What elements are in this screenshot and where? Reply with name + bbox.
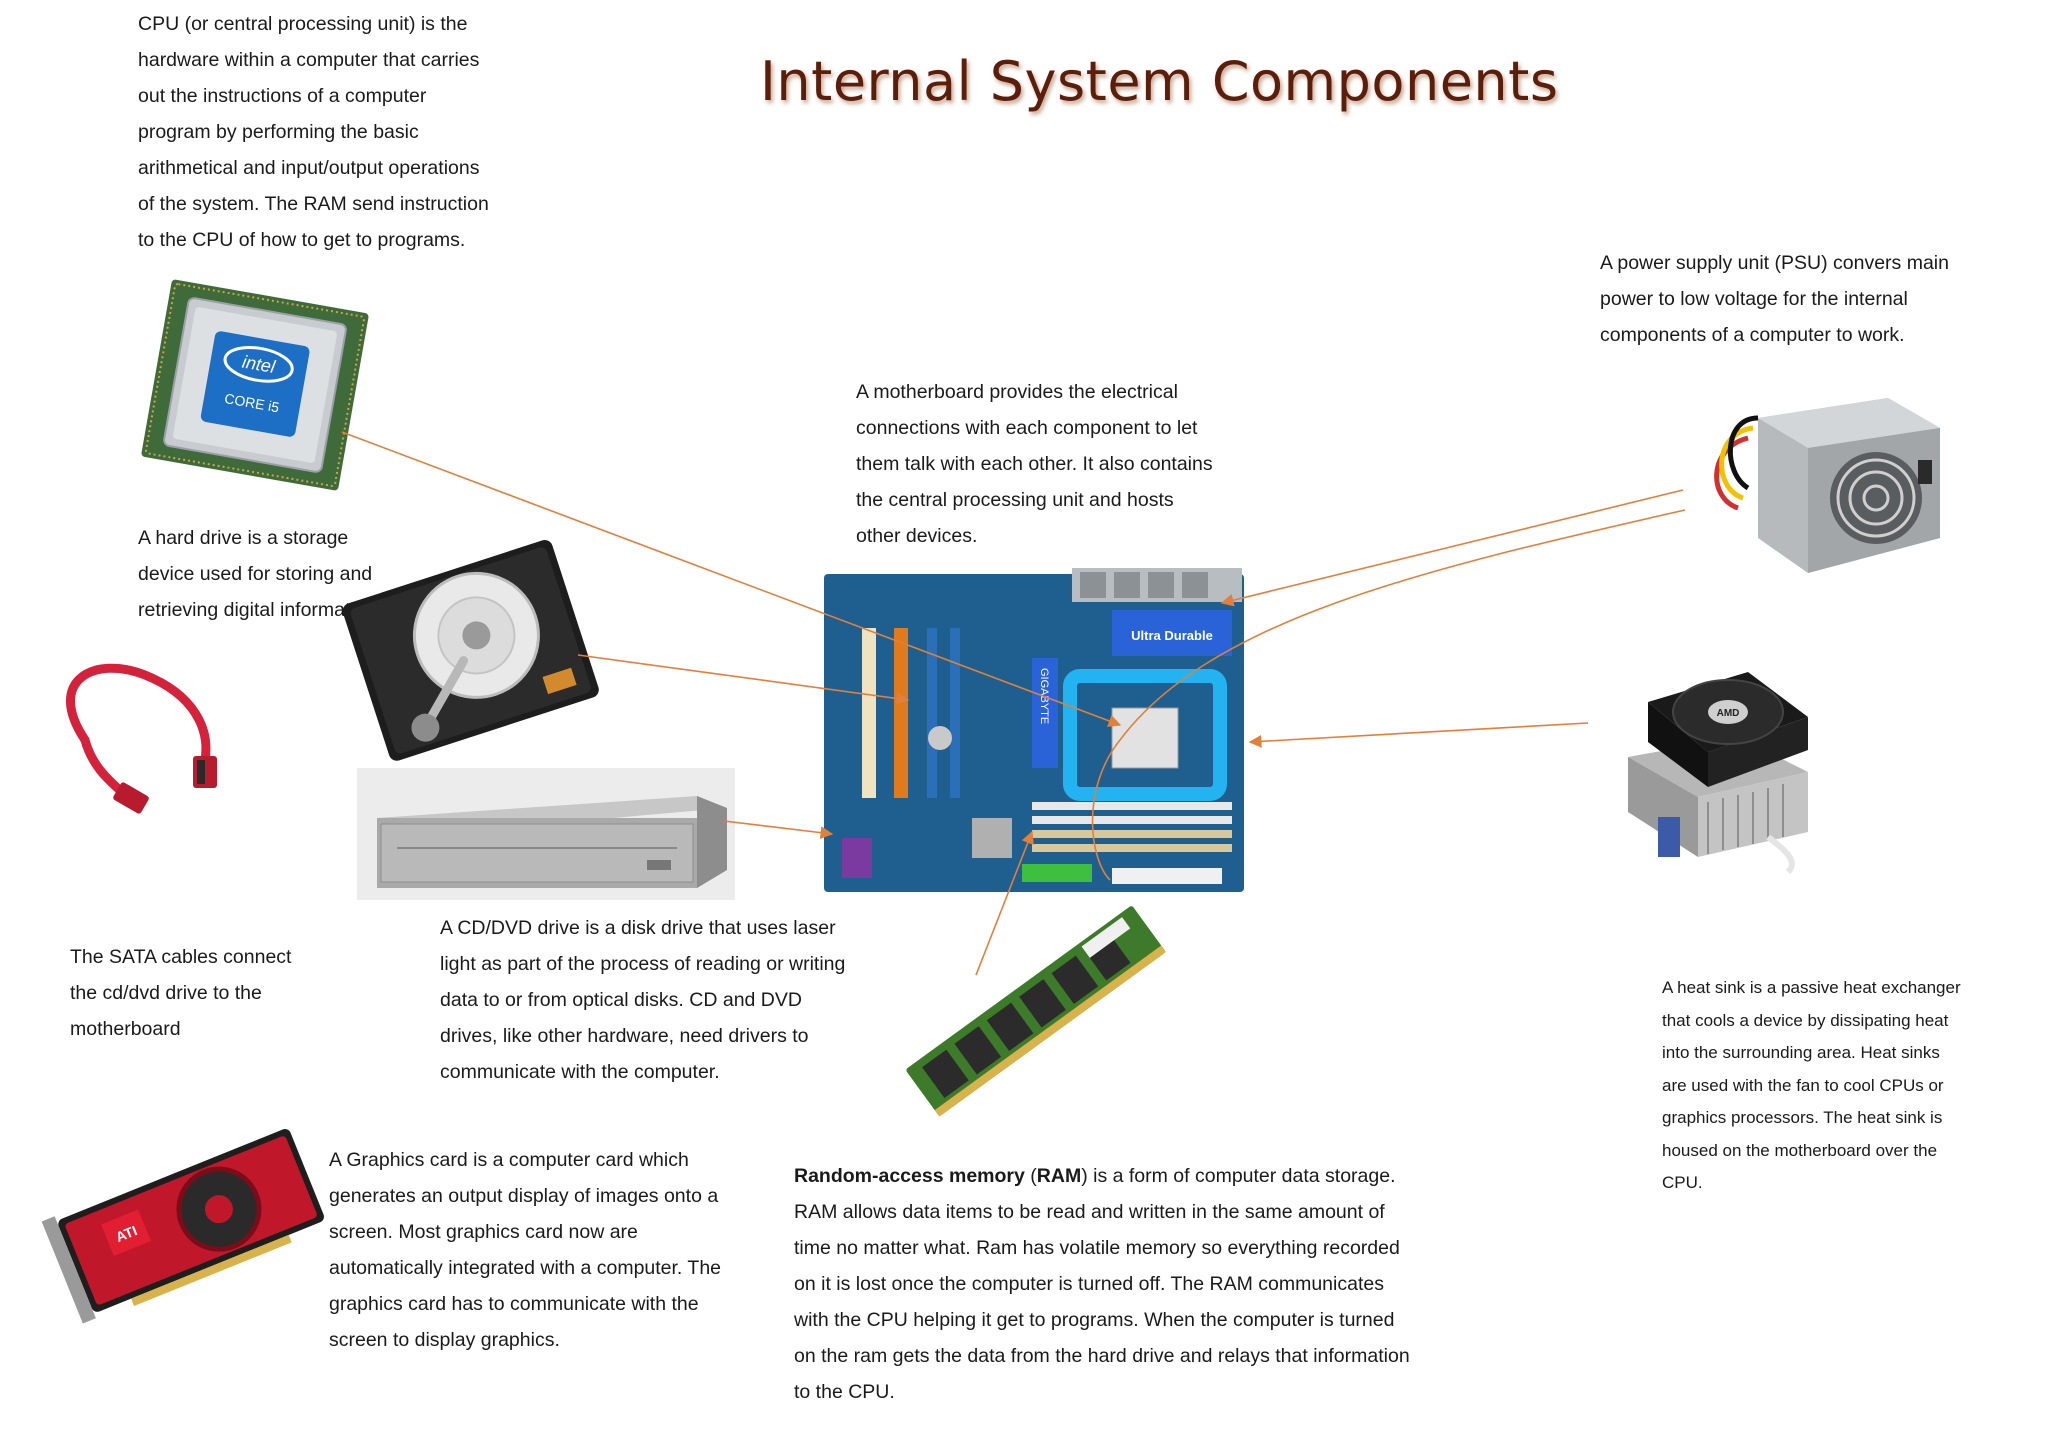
ram-term: Random-access memory <box>794 1165 1025 1187</box>
text-line: automatically integrated with a computer… <box>329 1257 722 1279</box>
text-line: screen to display graphics. <box>329 1329 560 1351</box>
cpu-image: intel CORE i5 <box>141 279 369 491</box>
graphics-card-image: ATI <box>41 1129 324 1324</box>
text-line: retrieving digital information. <box>138 599 382 621</box>
text-line: out the instructions of a computer <box>138 85 427 107</box>
text-line: the central processing unit and hosts <box>856 489 1174 511</box>
text-line: graphics card has to communicate with th… <box>329 1293 699 1315</box>
heat-sink-image: AMD <box>1628 672 1808 875</box>
hard-drive-description: A hard drive is a storage device used for… <box>138 520 382 628</box>
text-line: communicate with the computer. <box>440 1061 720 1083</box>
motherboard-badge-text: Ultra Durable <box>1131 628 1213 643</box>
text-line: with the CPU helping it get to programs.… <box>794 1309 1395 1331</box>
sata-cable-image <box>66 663 217 814</box>
text-line: arithmetical and input/output operations <box>138 157 480 179</box>
text-line: on the ram gets the data from the hard d… <box>794 1345 1410 1367</box>
text-line: drives, like other hardware, need driver… <box>440 1025 809 1047</box>
text-line: A motherboard provides the electrical <box>856 381 1178 403</box>
graphics-brand-text: ATI <box>113 1222 139 1245</box>
text-line: the cd/dvd drive to the <box>70 982 262 1004</box>
text-line: CPU (or central processing unit) is the <box>138 13 468 35</box>
text-line: light as part of the process of reading … <box>440 953 846 975</box>
motherboard-description: A motherboard provides the electrical con… <box>856 374 1213 554</box>
text-line: screen. Most graphics card now are <box>329 1221 638 1243</box>
text-line: other devices. <box>856 525 978 547</box>
sata-description: The SATA cables connect the cd/dvd drive … <box>70 939 291 1047</box>
text-line: A power supply unit (PSU) convers main <box>1600 252 1949 274</box>
ram-image <box>906 906 1166 1117</box>
connector-psu-1 <box>1220 489 1684 607</box>
text-line: A hard drive is a storage <box>138 527 349 549</box>
text-line: time no matter what. Ram has volatile me… <box>794 1237 1400 1259</box>
text-line: components of a computer to work. <box>1600 324 1905 346</box>
text-line: hardware within a computer that carries <box>138 49 480 71</box>
hard-drive-image <box>342 540 599 761</box>
text-line: motherboard <box>70 1018 181 1040</box>
connector-heat-sink <box>1248 722 1589 748</box>
psu-image <box>1714 398 1940 573</box>
text-line: generates an output display of images on… <box>329 1185 719 1207</box>
text-line: connections with each component to let <box>856 417 1198 439</box>
cd-dvd-description: A CD/DVD drive is a disk drive that uses… <box>440 910 845 1090</box>
text-line: to the CPU of how to get to programs. <box>138 229 466 251</box>
text-line: on it is lost once the computer is turne… <box>794 1273 1384 1295</box>
cpu-description: CPU (or central processing unit) is the h… <box>138 6 489 258</box>
text-line: CPU. <box>1662 1173 1703 1192</box>
text-line: RAM allows data items to be read and wri… <box>794 1201 1385 1223</box>
text-line: data to or from optical disks. CD and DV… <box>440 989 802 1011</box>
heat-sink-description: A heat sink is a passive heat exchanger t… <box>1662 972 1961 1200</box>
ram-first-line-rest: ) is a form of computer data storage. <box>1081 1165 1396 1187</box>
graphics-card-description: A Graphics card is a computer card which… <box>329 1142 721 1358</box>
text-line: them talk with each other. It also conta… <box>856 453 1213 475</box>
text-line: graphics processors. The heat sink is <box>1662 1108 1943 1127</box>
ram-abbr: RAM <box>1036 1165 1082 1187</box>
text-line: power to low voltage for the internal <box>1600 288 1908 310</box>
text-line: are used with the fan to cool CPUs or <box>1662 1075 1944 1095</box>
cd-dvd-drive-image <box>357 768 735 900</box>
text-line: A Graphics card is a computer card which <box>329 1149 689 1171</box>
text-line: program by performing the basic <box>138 121 419 143</box>
connector-cd-dvd <box>723 820 834 839</box>
motherboard-brand-text: GIGABYTE <box>1038 668 1050 724</box>
ram-description-first-line: Random-access memory (RAM) is a form of … <box>794 1165 1396 1187</box>
text-line: The SATA cables connect <box>70 946 292 968</box>
ram-description-body: RAM allows data items to be read and wri… <box>794 1194 1410 1410</box>
heatsink-brand-text: AMD <box>1717 708 1740 719</box>
text-line: to the CPU. <box>794 1381 895 1403</box>
text-line: of the system. The RAM send instruction <box>138 193 489 215</box>
text-line: A heat sink is a passive heat exchanger <box>1662 978 1961 997</box>
text-line: into the surrounding area. Heat sinks <box>1662 1043 1940 1062</box>
ram-description: Random-access memory (RAM) is a form of … <box>794 1158 1410 1410</box>
text-line: housed on the motherboard over the <box>1662 1140 1938 1160</box>
text-line: A CD/DVD drive is a disk drive that uses… <box>440 917 836 939</box>
text-line: that cools a device by dissipating heat <box>1662 1010 1949 1030</box>
text-line: device used for storing and <box>138 563 373 585</box>
motherboard-image: Ultra Durable GIGABYTE <box>824 568 1244 892</box>
psu-description: A power supply unit (PSU) convers main po… <box>1600 245 1949 353</box>
page-title: Internal System Components <box>760 50 1559 113</box>
